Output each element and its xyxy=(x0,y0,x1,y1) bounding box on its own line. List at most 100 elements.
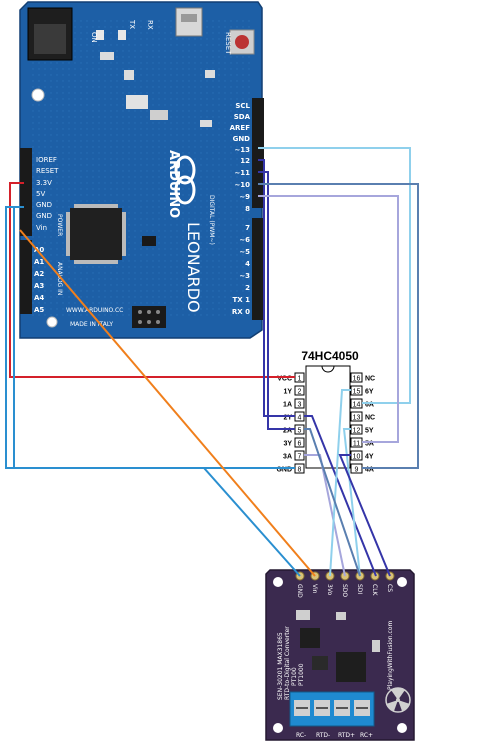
ic-pin-3-box xyxy=(294,398,305,409)
ic-pin-6-label: 3Y xyxy=(283,441,292,448)
pin-rx0-label: RX 0 xyxy=(232,308,250,316)
sensor-pin-3vo-label: 3Vo xyxy=(326,584,333,595)
pin-4-label: 4 xyxy=(245,260,250,268)
power-pin-labels: IOREF RESET 3.3V 5V GND GND Vin xyxy=(36,156,59,232)
terminal-rtd-plus-label: RTD+ xyxy=(338,732,355,739)
pin-tx1-label: TX 1 xyxy=(233,296,251,304)
wire-5y-sensor xyxy=(342,428,361,577)
ic-right-pins: 16 15 14 13 12 11 10 9 NC 6Y 6A NC 5Y 5A… xyxy=(350,372,375,474)
ic-pin-16-box xyxy=(350,372,363,383)
tx-led-label: TX xyxy=(128,19,136,29)
pin-8-label: 8 xyxy=(245,205,250,213)
ic-pin-14-num: 14 xyxy=(353,402,361,409)
pin-sda-label: SDA xyxy=(234,113,251,121)
level-shifter-ic: 74HC4050 1 2 3 4 5 6 7 8 VCC 1Y 1A 2Y 2A xyxy=(276,349,375,474)
ic-pin-11-label: 5A xyxy=(365,441,374,448)
ic-pin-6-num: 6 xyxy=(298,441,302,448)
ic-pin-10-num: 10 xyxy=(353,454,361,461)
sensor-pin-cs-label: CS xyxy=(386,584,393,592)
sensor-board-desc-text: RTD-to-Digital Converter xyxy=(284,626,291,700)
ic-pin-3-num: 3 xyxy=(298,402,302,409)
wire-d10-4a xyxy=(258,183,419,469)
ic-pin-7-num: 7 xyxy=(298,454,302,461)
pin-2-label: 2 xyxy=(245,284,250,292)
terminal-rc-plus-label: RC+ xyxy=(360,732,373,739)
pin-reset-label: RESET xyxy=(36,167,59,175)
ic-pin-9-label: 4A xyxy=(365,467,374,474)
sensor-pin-vin-label: Vin xyxy=(311,584,318,594)
ic-pin-13-label: NC xyxy=(365,415,375,422)
ic-pin-6-box xyxy=(294,437,305,448)
pin-9-label: ~9 xyxy=(239,193,250,201)
sensor-pin-clk-label: CLK xyxy=(371,584,378,597)
pin-3v3-label: 3.3V xyxy=(36,179,52,187)
analog-header xyxy=(20,240,32,314)
power-header xyxy=(20,148,32,236)
pin-a3-label: A3 xyxy=(34,282,44,290)
ic-pin-3-label: 1A xyxy=(283,402,292,409)
ic-pin-12-label: 5Y xyxy=(365,428,374,435)
wire-5v-sensor-vin xyxy=(19,229,316,577)
pin-6-label: ~6 xyxy=(239,236,250,244)
sensor-board-pt1000-text: PT1000 xyxy=(298,663,305,686)
ic-pin-1-label: VCC xyxy=(277,376,292,383)
pin-gnd1-label: GND xyxy=(36,201,52,209)
pin-a5-label: A5 xyxy=(34,306,44,314)
ic-pin-2-box xyxy=(294,385,305,396)
wire-6y-sensor xyxy=(329,389,351,577)
ic-notch xyxy=(321,365,335,373)
arduino-logo xyxy=(174,155,196,205)
pin-a4-label: A4 xyxy=(34,294,44,302)
pin-gnd2-label: GND xyxy=(36,212,52,220)
pin-10-label: ~10 xyxy=(234,181,250,189)
arduino-model-text: LEONARDO xyxy=(184,222,203,313)
sensor-board-brand-text: PlayingWithFusion.com xyxy=(387,621,394,690)
rx-led-label: RX xyxy=(146,20,154,30)
power-header-title: POWER xyxy=(56,214,63,236)
digital-header-upper xyxy=(252,98,264,208)
terminal-rc-minus-label: RC- xyxy=(296,732,306,739)
pin-ioref-label: IOREF xyxy=(36,156,57,164)
ic-pin-5-label: 2A xyxy=(283,428,292,435)
wires xyxy=(5,147,419,577)
ic-pin-9-num: 9 xyxy=(355,467,359,474)
ic-pin-14-label: 6A xyxy=(365,402,374,409)
pin-5-label: ~5 xyxy=(239,248,250,256)
digital-pin-labels: SCL SDA AREF GND ~13 12 ~11 ~10 ~9 8 7 ~… xyxy=(230,102,251,316)
ic-pin-15-num: 15 xyxy=(353,389,361,396)
arduino-url-text: WWW.ARDUINO.CC xyxy=(66,307,123,314)
wire-4y-sensor xyxy=(338,454,391,577)
sensor-pin-sdo-label: SDO xyxy=(341,584,348,597)
pin-3-label: ~3 xyxy=(239,272,250,280)
terminal-rtd-minus-label: RTD- xyxy=(316,732,330,739)
pin-gnd-label: GND xyxy=(233,135,251,143)
arduino-brand-text: ARDUINO xyxy=(166,150,181,218)
ic-pin-13-box xyxy=(350,411,363,422)
ic-pin-8-label: GND xyxy=(276,467,292,474)
sensor-pin-gnd-label: GND xyxy=(296,584,303,598)
arduino-made-in-text: MADE IN ITALY xyxy=(70,321,113,328)
terminal-labels: RC- RTD- RTD+ RC+ xyxy=(296,732,373,739)
wire-2a-sensor-sdo xyxy=(304,428,361,577)
wire-5v-vcc xyxy=(9,182,295,378)
pin-7-label: 7 xyxy=(245,224,250,232)
sensor-board-model-text: SEN-30201 MAX31865 xyxy=(277,632,284,700)
wire-d13-6a xyxy=(258,147,411,404)
sensor-pin-labels: GND Vin 3Vo SDO SDI CLK CS xyxy=(296,584,393,598)
ic-title: 74HC4050 xyxy=(301,349,359,363)
ic-pin-7-label: 3A xyxy=(283,454,292,461)
ic-pin-15-label: 6Y xyxy=(365,389,374,396)
ic-pin-16-num: 16 xyxy=(353,376,361,383)
ic-pin-10-label: 4Y xyxy=(365,454,374,461)
pin-12-label: 12 xyxy=(240,157,250,165)
ic-pin-5-num: 5 xyxy=(298,428,302,435)
wire-gnd-sensor xyxy=(13,206,301,577)
analog-pin-labels: A0 A1 A2 A3 A4 A5 xyxy=(34,246,44,314)
analog-header-title: ANALOG IN xyxy=(56,262,63,295)
pin-scl-label: SCL xyxy=(235,102,250,110)
on-led-label: ON xyxy=(90,32,98,43)
ic-pin-1-num: 1 xyxy=(298,376,302,383)
microcontroller-chip xyxy=(66,204,126,264)
pin-a1-label: A1 xyxy=(34,258,44,266)
wire-3a-sensor xyxy=(304,454,346,577)
